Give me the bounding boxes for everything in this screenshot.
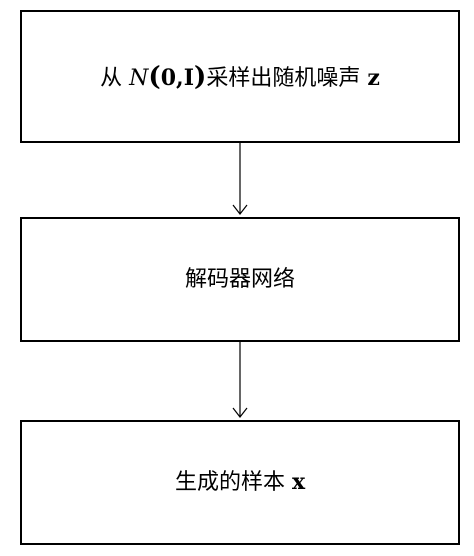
- node-generated-sample-label: 生成的样本 x: [175, 471, 305, 494]
- open-paren: (: [148, 61, 161, 92]
- edge-sample-noise-to-decoder: [232, 143, 248, 215]
- node-generated-sample: 生成的样本 x: [20, 420, 460, 545]
- covariance-symbol: I: [183, 64, 195, 91]
- distribution-symbol: N: [129, 65, 149, 91]
- node-decoder-label: 解码器网络: [184, 266, 295, 292]
- node-sample-noise: 从 N(0,I)采样出随机噪声 z: [20, 10, 460, 143]
- label-text: 生成的样本: [174, 470, 292, 495]
- node-decoder: 解码器网络: [20, 217, 460, 342]
- noise-variable: z: [367, 64, 380, 91]
- edge-decoder-to-generated-sample: [232, 342, 248, 418]
- close-paren: ): [194, 61, 207, 92]
- sample-variable: x: [291, 469, 306, 495]
- mean-symbol: 0: [160, 64, 177, 91]
- node-sample-noise-label: 从 N(0,I)采样出随机噪声 z: [100, 64, 380, 90]
- label-text: 采样出随机噪声: [206, 65, 368, 91]
- label-prefix: 从: [100, 65, 130, 91]
- comma-symbol: ,: [176, 64, 184, 91]
